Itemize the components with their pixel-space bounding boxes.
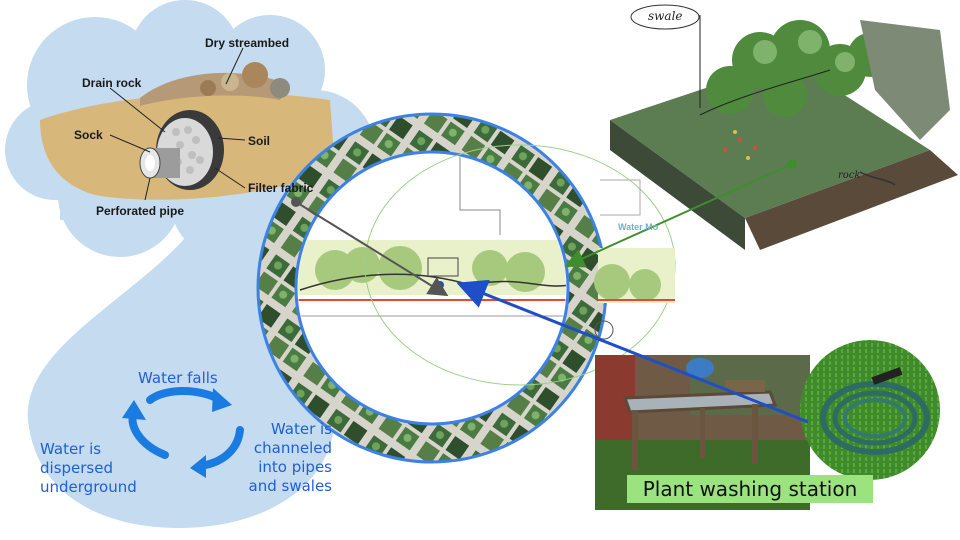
label-filter-fabric: Filter fabric — [248, 181, 314, 195]
rock-handwritten-note: rock — [838, 170, 861, 181]
plant-washing-station-caption: Plant washing station — [627, 475, 873, 503]
water-falls-text: Water falls — [138, 369, 218, 388]
label-perforated-pipe: Perforated pipe — [96, 204, 185, 218]
hose-photo — [800, 340, 940, 480]
water-falls-label: Water falls — [138, 369, 218, 387]
water-channeled-text: Water is channeled into pipes and swales — [232, 420, 332, 496]
cycle-arrowheads — [122, 388, 232, 478]
dispersed-line-3: underground — [40, 478, 137, 496]
arrow-sketch-to-plan — [564, 163, 793, 268]
label-dry-streambed: Dry streambed — [205, 36, 290, 50]
site-plan-water-label: Water Mo — [618, 222, 659, 232]
water-dispersed-text: Water is dispersed underground — [40, 440, 137, 497]
label-sock: Sock — [74, 128, 103, 142]
swale-handwritten-label: swale — [648, 9, 683, 23]
arrow-filter-to-plan — [295, 201, 449, 297]
channeled-line-2: channeled — [253, 439, 332, 457]
site-plan-extension — [594, 179, 675, 340]
drainage-cross-section — [40, 47, 335, 201]
label-drain-rock: Drain rock — [82, 76, 142, 90]
swale-sketch — [610, 4, 958, 250]
dispersed-line-2: dispersed — [40, 459, 113, 477]
label-soil: Soil — [248, 134, 271, 148]
dispersed-line-1: Water is — [40, 440, 102, 458]
channeled-line-4: and swales — [248, 477, 332, 495]
arrow-hose-to-plan — [456, 279, 809, 424]
channeled-line-3: into pipes — [258, 458, 332, 476]
channeled-line-1: Water is — [270, 420, 332, 438]
